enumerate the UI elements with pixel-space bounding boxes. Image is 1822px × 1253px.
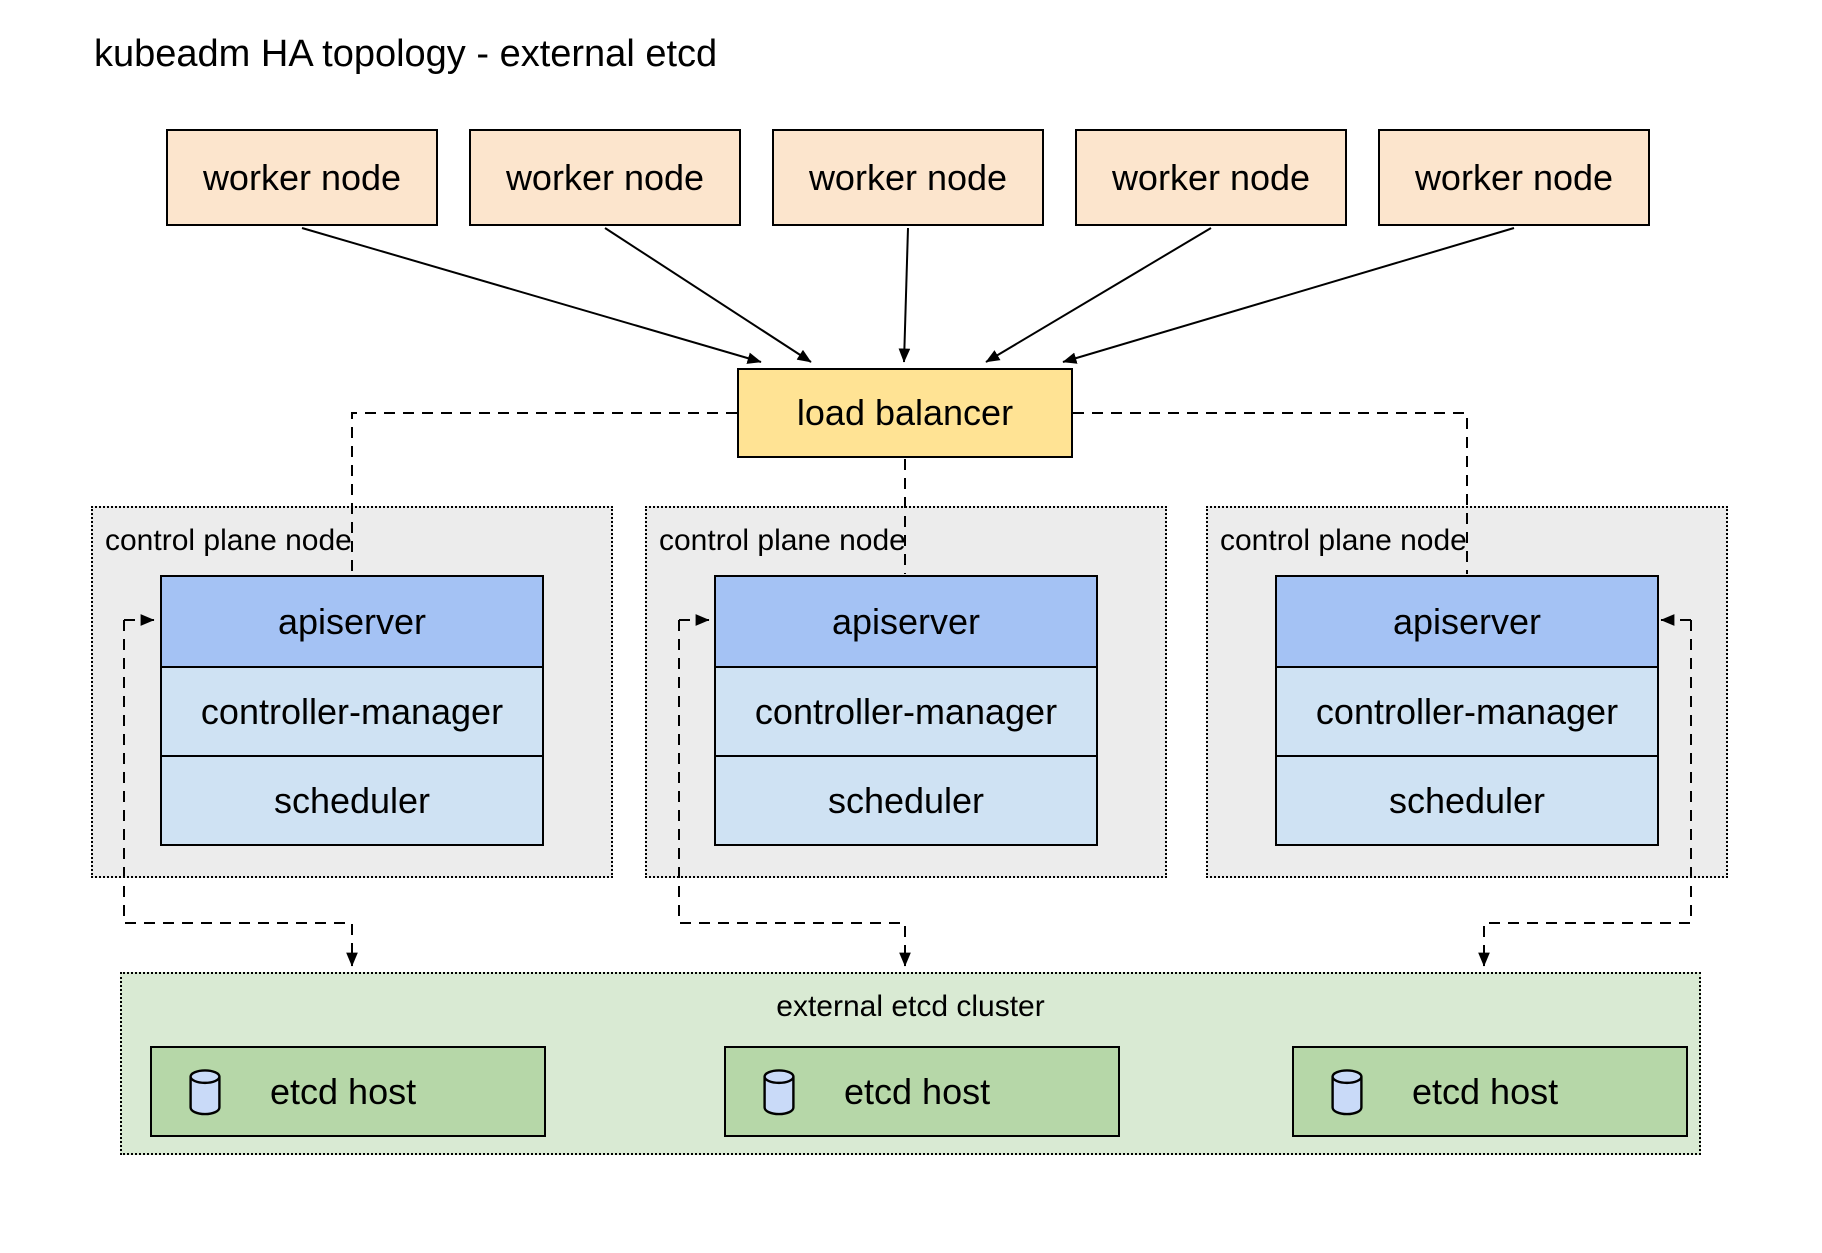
worker-node-box-4: worker node bbox=[1075, 129, 1347, 226]
worker-node-box-1: worker node bbox=[166, 129, 438, 226]
external-etcd-cluster-box: external etcd cluster etcd host etcd hos… bbox=[120, 972, 1701, 1155]
worker-node-label: worker node bbox=[808, 156, 1008, 198]
worker-node-label: worker node bbox=[202, 156, 402, 198]
worker5-to-lb-arrow bbox=[1062, 227, 1515, 364]
etcd-host-box-2: etcd host bbox=[724, 1046, 1120, 1137]
load-balancer-box: load balancer bbox=[737, 368, 1073, 458]
worker-node-label: worker node bbox=[505, 156, 705, 198]
controller-manager-box: controller-manager bbox=[1277, 666, 1657, 755]
scheduler-box: scheduler bbox=[162, 755, 542, 844]
control-plane-node-box-3: control plane node apiserver controller-… bbox=[1206, 506, 1728, 878]
control-plane-node-label: control plane node bbox=[1220, 524, 1467, 557]
worker3-to-lb-arrow bbox=[898, 227, 911, 363]
worker1-to-lb-arrow bbox=[301, 227, 762, 364]
control-plane-stack: apiserver controller-manager scheduler bbox=[1275, 575, 1659, 846]
etcd-host-label: etcd host bbox=[270, 1070, 417, 1112]
worker-node-box-5: worker node bbox=[1378, 129, 1650, 226]
etcd-host-label: etcd host bbox=[844, 1070, 991, 1112]
database-cylinder-icon bbox=[189, 1068, 221, 1115]
etcd-host-box-1: etcd host bbox=[150, 1046, 546, 1137]
worker-node-label: worker node bbox=[1414, 156, 1614, 198]
etcd-host-label: etcd host bbox=[1412, 1070, 1559, 1112]
database-cylinder-icon bbox=[763, 1068, 795, 1115]
etcd-host-box-3: etcd host bbox=[1292, 1046, 1688, 1137]
scheduler-box: scheduler bbox=[716, 755, 1096, 844]
control-plane-stack: apiserver controller-manager scheduler bbox=[714, 575, 1098, 846]
control-plane-node-box-1: control plane node apiserver controller-… bbox=[91, 506, 613, 878]
controller-manager-box: controller-manager bbox=[716, 666, 1096, 755]
control-plane-node-label: control plane node bbox=[105, 524, 352, 557]
diagram-title: kubeadm HA topology - external etcd bbox=[94, 33, 718, 75]
worker4-to-lb-arrow bbox=[985, 227, 1212, 363]
worker-node-label: worker node bbox=[1111, 156, 1311, 198]
apiserver-box: apiserver bbox=[162, 577, 542, 666]
external-etcd-cluster-label: external etcd cluster bbox=[776, 990, 1045, 1023]
control-plane-node-box-2: control plane node apiserver controller-… bbox=[645, 506, 1167, 878]
apiserver-box: apiserver bbox=[1277, 577, 1657, 666]
scheduler-box: scheduler bbox=[1277, 755, 1657, 844]
control-plane-node-label: control plane node bbox=[659, 524, 906, 557]
worker-node-box-3: worker node bbox=[772, 129, 1044, 226]
controller-manager-box: controller-manager bbox=[162, 666, 542, 755]
worker2-to-lb-arrow bbox=[604, 227, 812, 363]
load-balancer-label: load balancer bbox=[796, 392, 1014, 433]
worker-node-box-2: worker node bbox=[469, 129, 741, 226]
control-plane-stack: apiserver controller-manager scheduler bbox=[160, 575, 544, 846]
apiserver-box: apiserver bbox=[716, 577, 1096, 666]
database-cylinder-icon bbox=[1331, 1068, 1363, 1115]
